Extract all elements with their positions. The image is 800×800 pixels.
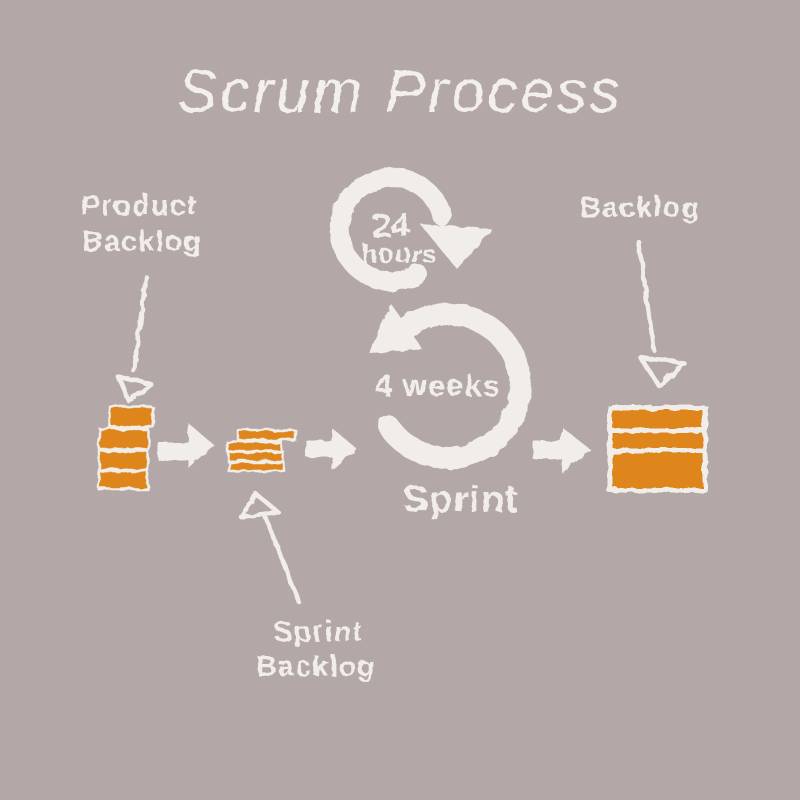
product-backlog-pointer-arrowhead-icon: [115, 373, 154, 404]
backlog-pointer-arrowhead-icon: [637, 354, 687, 389]
flow-arrow-icon-sprint-backlog-to-sprint: [306, 428, 357, 470]
sprint-cycle-ring: [378, 303, 532, 470]
sprint-cycle-loop-icon: 4 weeks: [369, 303, 532, 470]
product-backlog-label-line1: Product: [81, 190, 198, 222]
daily-cycle-unit: hours: [361, 239, 436, 269]
backlog-pointer-line: [636, 239, 657, 353]
flow-arrow-icon-product-to-sprint-backlog: [158, 423, 214, 468]
backlog-item-bar: [225, 440, 283, 453]
backlog-item-bar: [227, 460, 286, 473]
daily-cycle-loop-icon: 24 hours: [330, 167, 492, 291]
sprint-label: Sprint: [403, 479, 519, 521]
backlog-item-bar: [108, 405, 155, 429]
backlog-item-bar: [97, 427, 150, 451]
backlog-box: [607, 405, 708, 493]
page-title: Scrum Process: [177, 58, 623, 125]
daily-cycle-value: 24: [372, 207, 410, 245]
sprint-backlog-label-line2: Backlog: [256, 651, 376, 683]
sprint-backlog-pointer-line: [261, 511, 302, 605]
product-backlog-pointer-line: [131, 274, 149, 374]
backlog-item-bar: [97, 449, 150, 472]
sprint-cycle-arrowhead-icon: [369, 304, 423, 353]
backlog-label: Backlog: [580, 192, 700, 224]
sprint-backlog-stack: [225, 428, 297, 473]
backlog-item-bar: [226, 450, 285, 463]
daily-cycle-arrowhead-icon: [420, 224, 492, 269]
backlog-item-bar: [236, 428, 297, 442]
backlog-item-bar: [97, 469, 150, 491]
sprint-backlog-label-line1: Sprint: [273, 616, 363, 648]
flow-arrow-icon-sprint-to-backlog: [533, 427, 591, 473]
product-backlog-stack: [97, 405, 155, 491]
sprint-backlog-pointer-arrowhead-icon: [238, 491, 281, 520]
daily-cycle-ring: [330, 167, 452, 291]
product-backlog-label-line2: Backlog: [82, 226, 202, 258]
sprint-cycle-duration: 4 weeks: [375, 368, 501, 403]
